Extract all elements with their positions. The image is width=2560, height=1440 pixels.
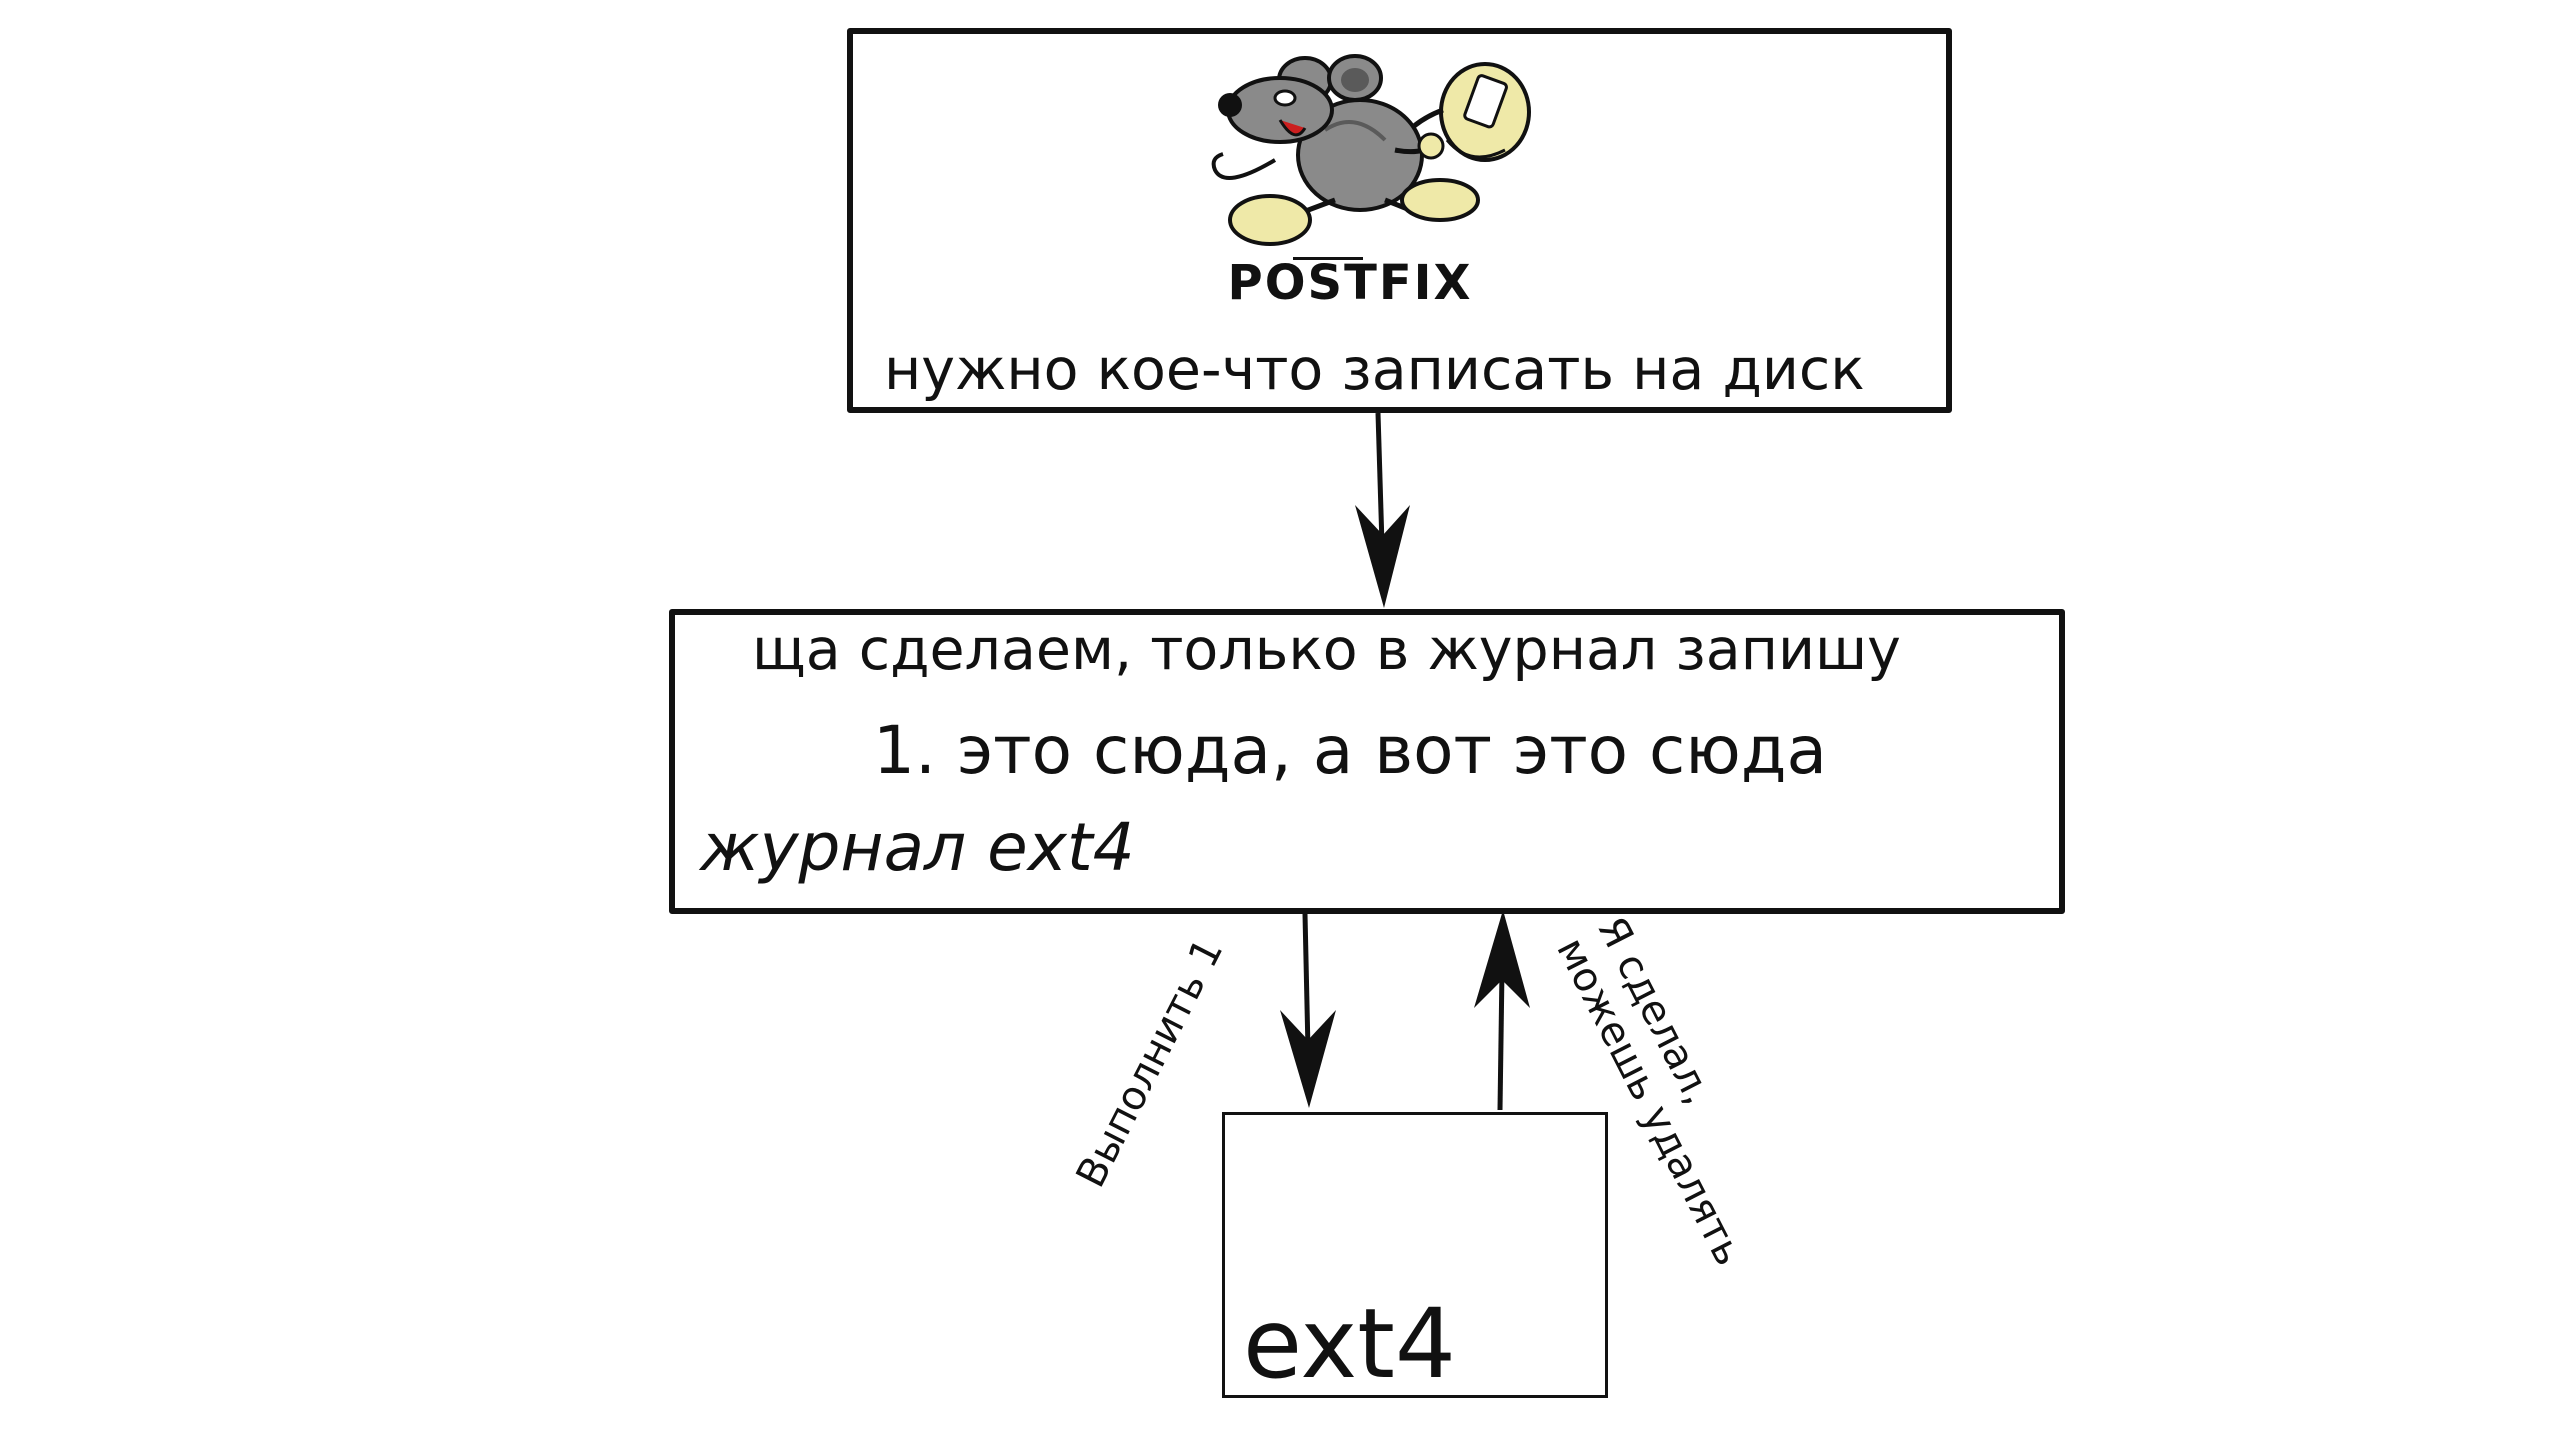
postfix-node — [847, 28, 1952, 413]
arrowhead-down-icon — [1355, 505, 1410, 608]
ext4-label: ext4 — [1243, 1288, 1456, 1400]
edge-journal-to-ext4 — [1280, 913, 1336, 1108]
journal-title: журнал ext4 — [700, 809, 1135, 886]
postfix-logo-text: POSTFIX — [1185, 255, 1515, 311]
mouse-mascot-icon — [1211, 54, 1531, 246]
journal-node — [669, 609, 2065, 914]
edge-ext4-to-journal — [1474, 910, 1530, 1111]
postfix-caption: нужно кое-что записать на диск — [884, 337, 1865, 403]
arrowhead-up-icon — [1474, 910, 1530, 1008]
edge-postfix-to-journal — [1355, 412, 1410, 608]
mail-sack-icon — [1393, 62, 1531, 162]
journal-message: ща сделаем, только в журнал запишу — [752, 617, 1901, 683]
postfix-logo: POSTFIX — [1185, 50, 1575, 320]
arrowhead-down-icon — [1280, 1010, 1336, 1108]
ext4-node — [1222, 1112, 1608, 1398]
journal-entry: 1. это сюда, а вот это сюда — [873, 712, 1827, 789]
